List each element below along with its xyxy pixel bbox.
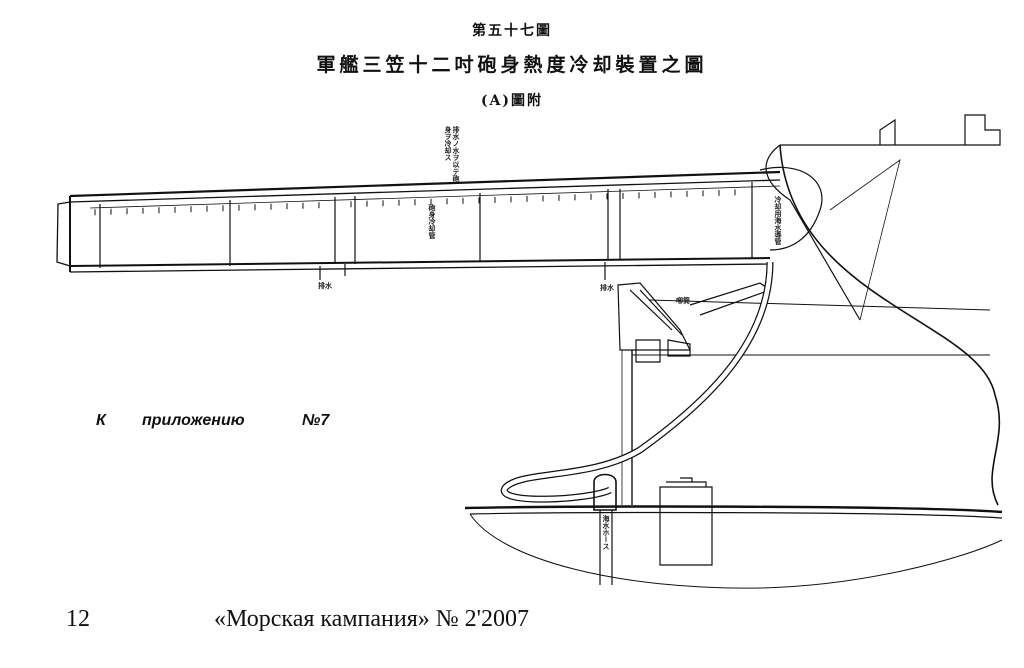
gun-mount xyxy=(617,282,691,351)
annotation-cooling-pipe: 砲身冷却管 xyxy=(428,204,437,239)
barrel-bottom xyxy=(69,257,771,267)
caption-word: приложению xyxy=(142,412,245,429)
annotation-sea-water-conduit: 冷却用海水導管 xyxy=(774,196,783,245)
barrel-top xyxy=(69,170,781,198)
page-number: 12 xyxy=(66,606,90,632)
caption-number: №7 xyxy=(302,412,330,429)
drawing-title: 軍艦三笠十二吋砲身熱度冷却裝置之圖 xyxy=(316,54,708,76)
deck xyxy=(464,505,1003,514)
gun-cooling-diagram xyxy=(56,114,1003,589)
drawing-subtitle: (A)圖附 xyxy=(480,93,544,109)
pump xyxy=(593,473,617,511)
annotation-drain-mid: 排水 xyxy=(318,281,332,290)
journal-title: «Морская кампания» № 2'2007 xyxy=(214,606,529,632)
annotation-pump: 喞筒 xyxy=(676,296,690,305)
annotation-drain-front: 排水 xyxy=(600,283,614,292)
annotation-cooling-note: 排水ノ水ヲ以テ砲身ヲ冷却ス xyxy=(444,126,461,182)
caption-k: К xyxy=(96,412,106,429)
turret-front xyxy=(765,144,861,321)
figure-number: 第五十七圖 xyxy=(472,23,552,39)
annotation-hose: 海水ホース xyxy=(602,515,611,550)
muzzle xyxy=(56,201,71,267)
